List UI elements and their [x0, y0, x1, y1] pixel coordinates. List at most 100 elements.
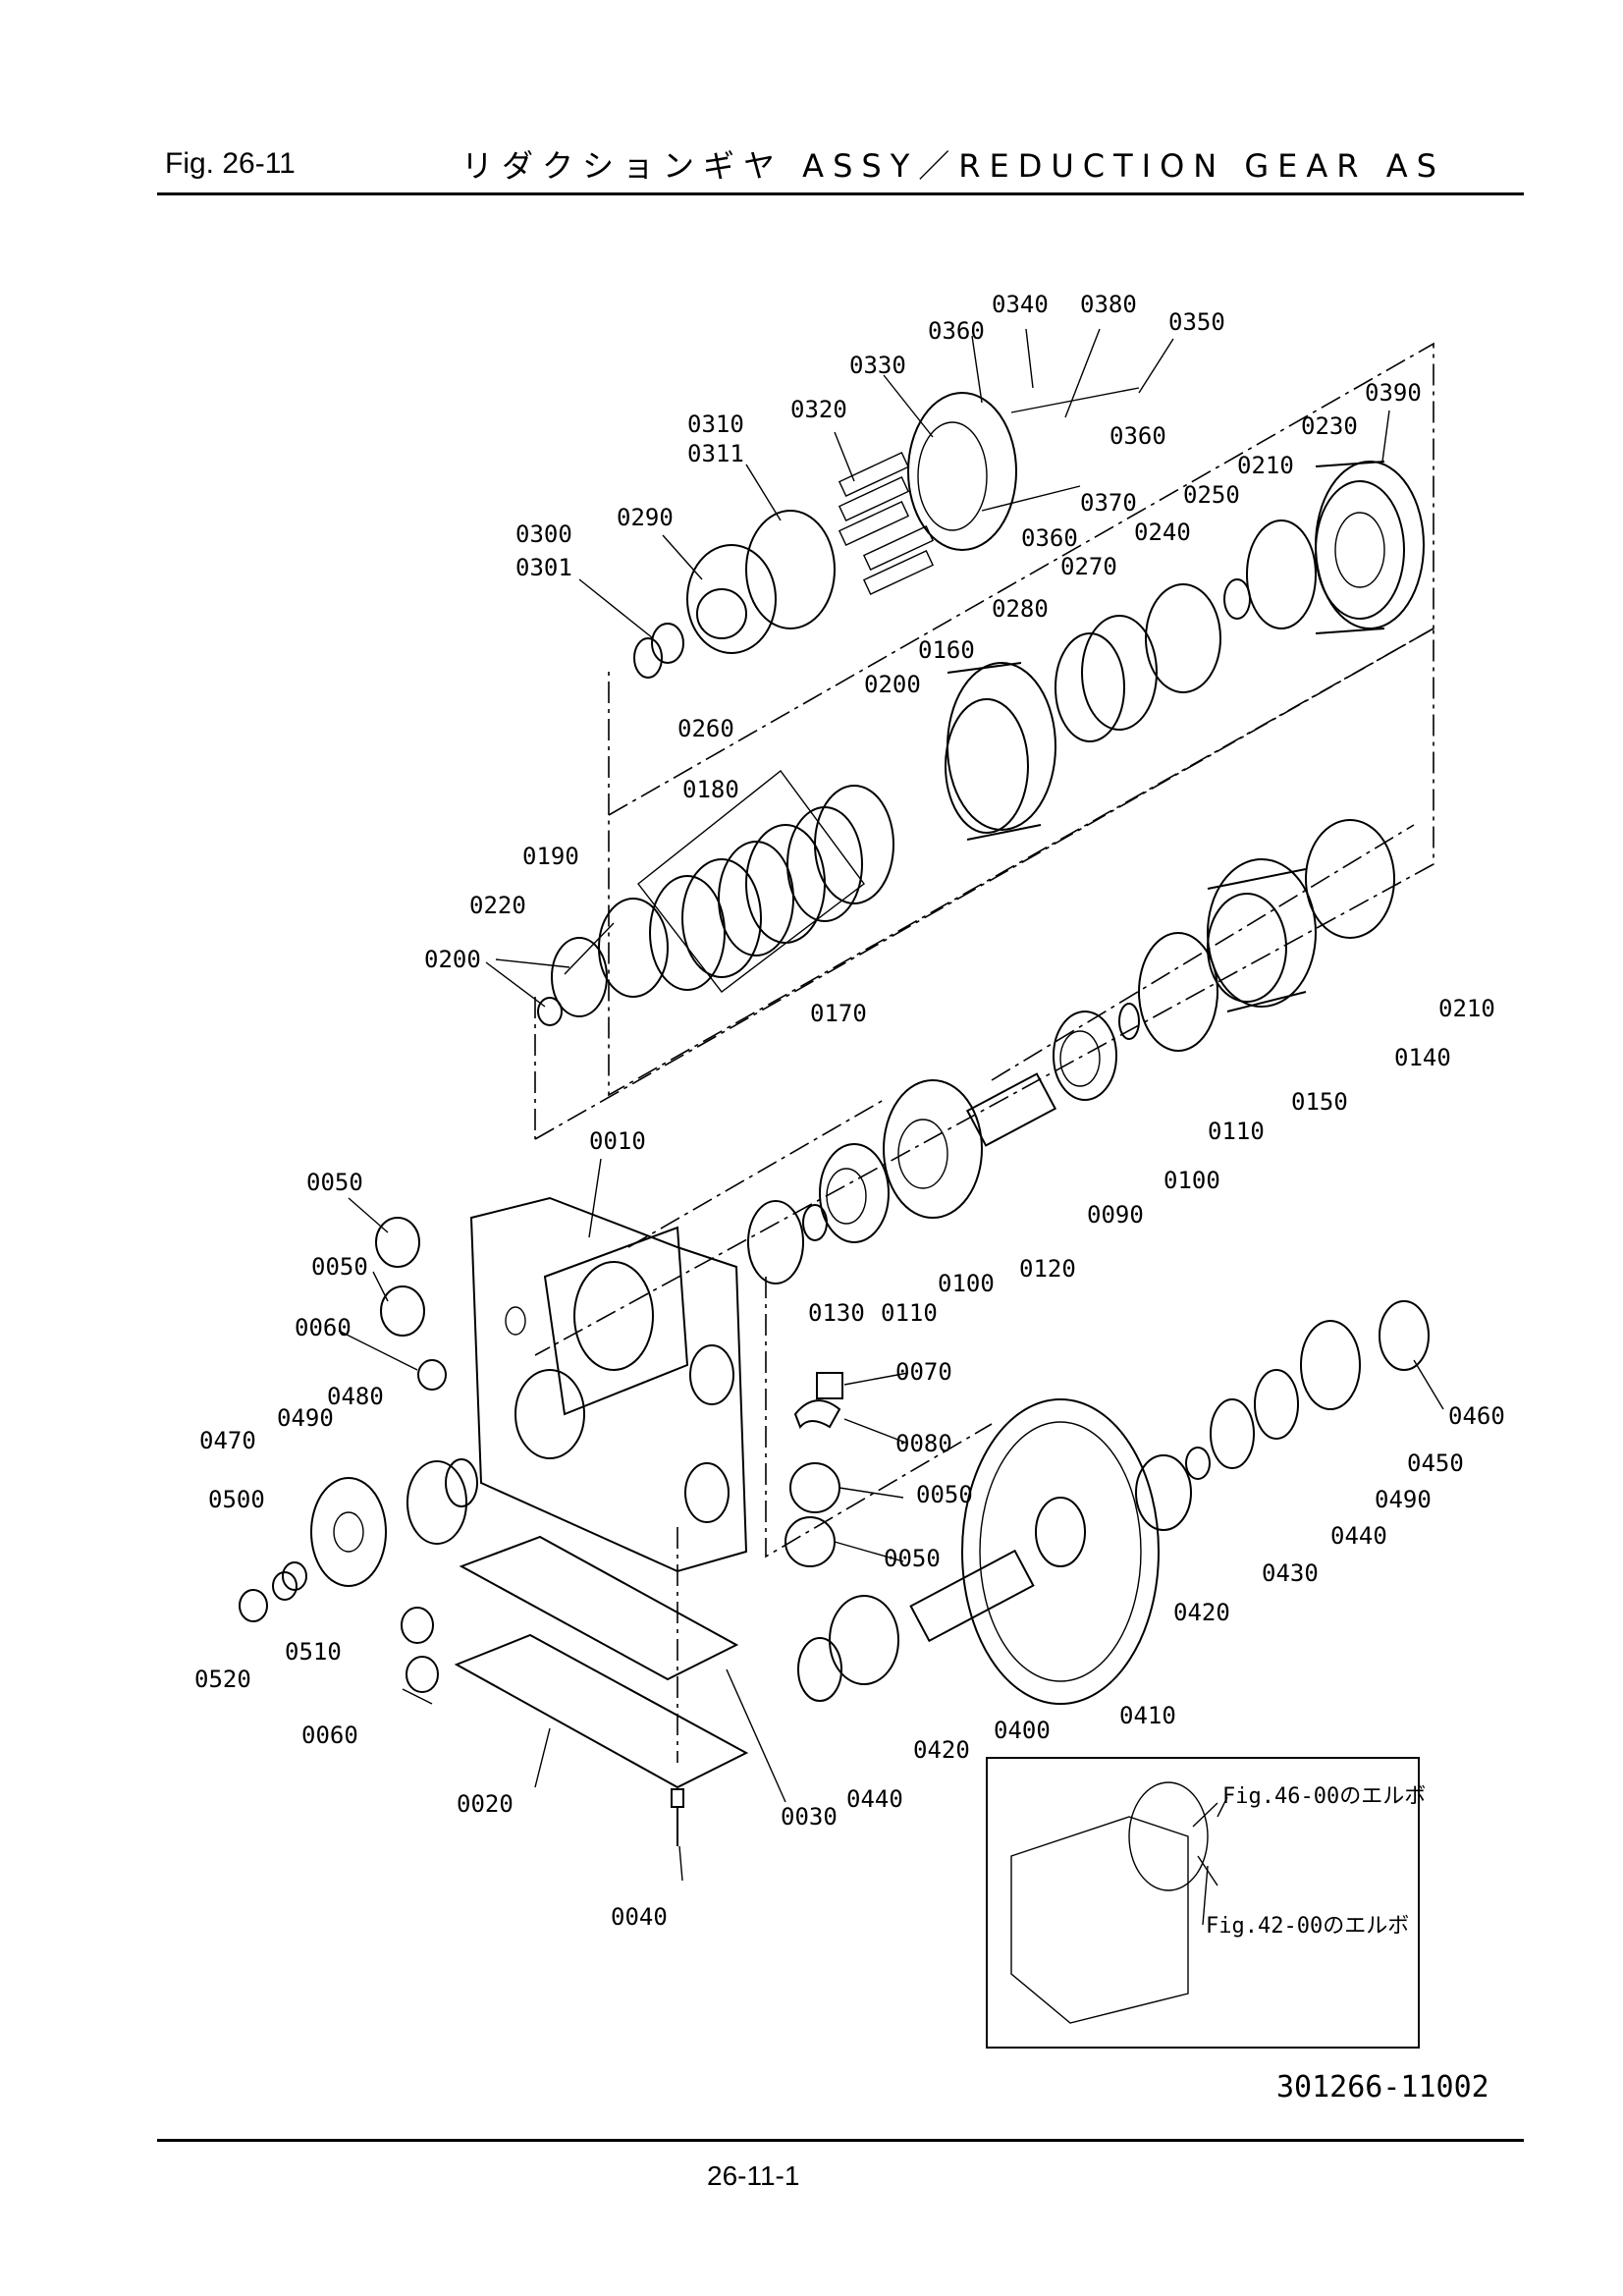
- part-label: 0290: [617, 504, 674, 531]
- part-label: 0400: [994, 1717, 1051, 1744]
- clutch-cylinder-part: [945, 662, 1056, 841]
- part-labels: 0340 0380 0360 0350 0330 0390 0310 0311 …: [194, 291, 1505, 1931]
- leader-lines: [338, 328, 1444, 1926]
- part-label: 0500: [208, 1486, 265, 1513]
- part-label: 0460: [1448, 1402, 1505, 1430]
- clutch-disc-pack-part: [637, 770, 894, 993]
- part-label: 0170: [810, 1000, 867, 1027]
- inset-illustration: [986, 1757, 1420, 2049]
- inset-callout-upper: Fig.46-00のエルボ: [1222, 1784, 1426, 1809]
- part-label: 0520: [194, 1666, 251, 1693]
- output-bearings-right: [1135, 1300, 1430, 1531]
- part-label: 0310: [687, 410, 744, 438]
- part-label: 0440: [1330, 1522, 1387, 1550]
- part-label: 0270: [1060, 553, 1117, 580]
- seal-rings-upper: [1055, 519, 1317, 742]
- part-label: 0390: [1365, 379, 1422, 407]
- part-label: 0250: [1183, 481, 1240, 509]
- part-label: 0450: [1407, 1449, 1464, 1477]
- part-label: 0200: [864, 671, 921, 698]
- part-label: 0200: [424, 946, 481, 973]
- hub-and-rings-part: [537, 898, 669, 1026]
- part-label: 0150: [1291, 1088, 1348, 1116]
- part-label: 0430: [1262, 1559, 1319, 1587]
- part-label: 0160: [918, 636, 975, 664]
- inset-callout-lower: Fig.42-00のエルボ: [1206, 1914, 1409, 1939]
- header-rule: [157, 192, 1524, 195]
- plate-hub-part: [686, 544, 777, 654]
- part-label: 0050: [306, 1169, 363, 1196]
- part-label: 0100: [938, 1270, 995, 1297]
- base-plates-part: [401, 1535, 749, 1846]
- part-label: 0300: [515, 520, 572, 548]
- part-label: 0060: [295, 1314, 352, 1341]
- part-label: 0320: [790, 396, 847, 423]
- part-label: 0030: [781, 1803, 838, 1831]
- part-label: 0301: [515, 554, 572, 581]
- elbow-fitting-part: [793, 1372, 843, 1429]
- part-label: 0020: [457, 1790, 514, 1818]
- part-label: 0180: [682, 776, 739, 803]
- part-label: 0480: [327, 1383, 384, 1410]
- part-label: 0470: [199, 1427, 256, 1454]
- output-gear-part: [961, 1398, 1160, 1705]
- drawing-number: 301266-11002: [1276, 2070, 1489, 2105]
- part-label: 0040: [611, 1903, 668, 1931]
- part-label: 0120: [1019, 1255, 1076, 1283]
- part-label: 0080: [895, 1430, 952, 1457]
- part-label: 0050: [916, 1481, 973, 1508]
- part-label: 0490: [1375, 1486, 1432, 1513]
- coupling-flange-part: [239, 1458, 478, 1622]
- flange-cover-part: [1207, 858, 1317, 1012]
- case-caps-part: [375, 1217, 840, 1567]
- part-label: 0100: [1163, 1167, 1220, 1194]
- part-label: 0060: [301, 1722, 358, 1749]
- part-label: 0210: [1438, 995, 1495, 1022]
- snap-rings-upper-left: [633, 623, 684, 679]
- part-label: 0110: [881, 1299, 938, 1327]
- part-label: 0220: [469, 892, 526, 919]
- part-label: 0360: [928, 317, 985, 345]
- input-shaft-part: [747, 1011, 1117, 1285]
- part-label: 0010: [589, 1127, 646, 1155]
- part-label: 0050: [311, 1253, 368, 1281]
- part-label: 0240: [1134, 519, 1191, 546]
- part-label: 0370: [1080, 489, 1137, 517]
- figure-number: Fig. 26-11: [165, 147, 296, 180]
- output-shaft-part: [797, 1549, 1035, 1702]
- transmission-case-part: [469, 1196, 748, 1573]
- part-label: 0420: [913, 1736, 970, 1764]
- part-label: 0340: [992, 291, 1049, 318]
- part-label: 0210: [1237, 452, 1294, 479]
- part-label: 0380: [1080, 291, 1137, 318]
- part-label: 0360: [1021, 524, 1078, 552]
- part-label: 0360: [1109, 422, 1166, 450]
- part-label: 0230: [1301, 412, 1358, 440]
- part-label: 0420: [1173, 1599, 1230, 1626]
- page-header: Fig. 26-11 リダクションギヤ ASSY／REDUCTION GEAR …: [157, 137, 1522, 196]
- part-label: 0090: [1087, 1201, 1144, 1229]
- part-label: 0140: [1394, 1044, 1451, 1071]
- part-label: 0070: [895, 1358, 952, 1386]
- part-label: 0440: [846, 1785, 903, 1813]
- figure-title: リダクションギヤ ASSY／REDUCTION GEAR AS: [461, 147, 1445, 185]
- part-label: 0050: [884, 1545, 941, 1572]
- part-label: 0190: [522, 843, 579, 870]
- retainer-ring-part: [745, 510, 836, 629]
- part-label: 0280: [992, 595, 1049, 623]
- part-label: 0311: [687, 440, 744, 467]
- part-label: 0110: [1208, 1118, 1265, 1145]
- part-label: 0510: [285, 1638, 342, 1666]
- part-label: 0260: [677, 715, 734, 742]
- part-label: 0410: [1119, 1702, 1176, 1729]
- piston-plate-part: [907, 387, 1140, 551]
- assembly-axes: [534, 342, 1434, 1763]
- spring-stack-part: [838, 452, 935, 595]
- o-rings-middle: [1118, 819, 1395, 1052]
- part-label: 0490: [277, 1404, 334, 1432]
- part-label: 0130: [808, 1299, 865, 1327]
- page-number: 26-11-1: [707, 2160, 800, 2191]
- part-label: 0350: [1168, 308, 1225, 336]
- footer-rule: [157, 2139, 1524, 2142]
